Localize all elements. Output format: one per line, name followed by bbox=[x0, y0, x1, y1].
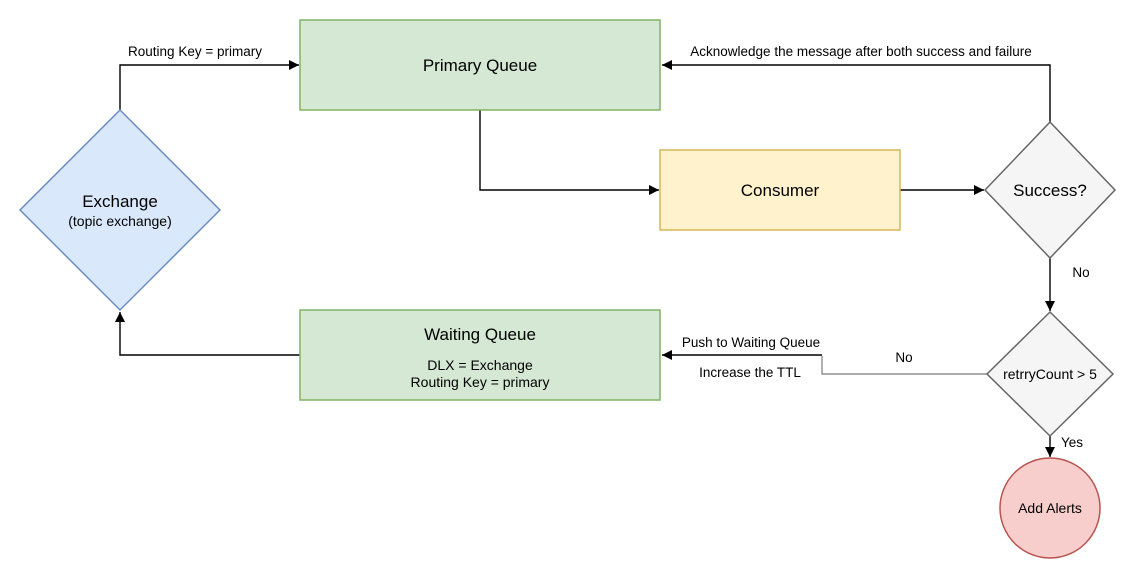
node-exchange: Exchange (topic exchange) bbox=[18, 108, 222, 312]
edge-label-push-to-waiting: Push to Waiting Queue bbox=[682, 335, 820, 350]
node-waiting-queue: Waiting Queue DLX = Exchange Routing Key… bbox=[299, 309, 661, 401]
success-diamond bbox=[983, 120, 1117, 260]
add-alerts-title: Add Alerts bbox=[1018, 500, 1082, 516]
edge-label-retry-no: No bbox=[895, 350, 912, 365]
waiting-queue-dlx-line: DLX = Exchange bbox=[427, 357, 533, 373]
node-consumer: Consumer bbox=[659, 149, 901, 231]
edge-primary-queue-to-consumer bbox=[479, 110, 659, 195]
retry-count-title: retrryCount > 5 bbox=[1003, 366, 1097, 382]
edge-label-increase-ttl: Increase the TTL bbox=[699, 365, 801, 380]
success-title: Success? bbox=[1013, 181, 1087, 200]
waiting-queue-box bbox=[299, 309, 661, 401]
retry-count-diamond bbox=[985, 310, 1115, 438]
primary-queue-title: Primary Queue bbox=[423, 56, 537, 75]
exchange-diamond bbox=[18, 108, 222, 312]
consumer-title: Consumer bbox=[741, 181, 820, 200]
consumer-box bbox=[659, 149, 901, 231]
edge-retry-count-no-segment bbox=[821, 356, 987, 375]
exchange-title: Exchange bbox=[82, 192, 158, 211]
exchange-subtitle: (topic exchange) bbox=[68, 213, 172, 229]
edge-label-retry-yes: Yes bbox=[1061, 435, 1083, 450]
edge-label-acknowledge: Acknowledge the message after both succe… bbox=[690, 44, 1031, 59]
waiting-queue-routing-line: Routing Key = primary bbox=[411, 374, 550, 390]
edge-waiting-queue-to-exchange bbox=[115, 312, 300, 356]
node-retry-count: retrryCount > 5 bbox=[985, 310, 1115, 438]
node-primary-queue: Primary Queue bbox=[299, 19, 661, 111]
node-add-alerts: Add Alerts bbox=[999, 457, 1101, 559]
edge-success-to-primary-queue-acknowledge bbox=[662, 60, 1051, 122]
add-alerts-circle bbox=[999, 457, 1101, 559]
edge-exchange-to-primary-queue bbox=[119, 60, 299, 110]
edge-label-routing-key: Routing Key = primary bbox=[128, 44, 262, 59]
node-success: Success? bbox=[983, 120, 1117, 260]
waiting-queue-title: Waiting Queue bbox=[424, 325, 536, 344]
primary-queue-box bbox=[299, 19, 661, 111]
edge-label-success-no: No bbox=[1072, 265, 1089, 280]
